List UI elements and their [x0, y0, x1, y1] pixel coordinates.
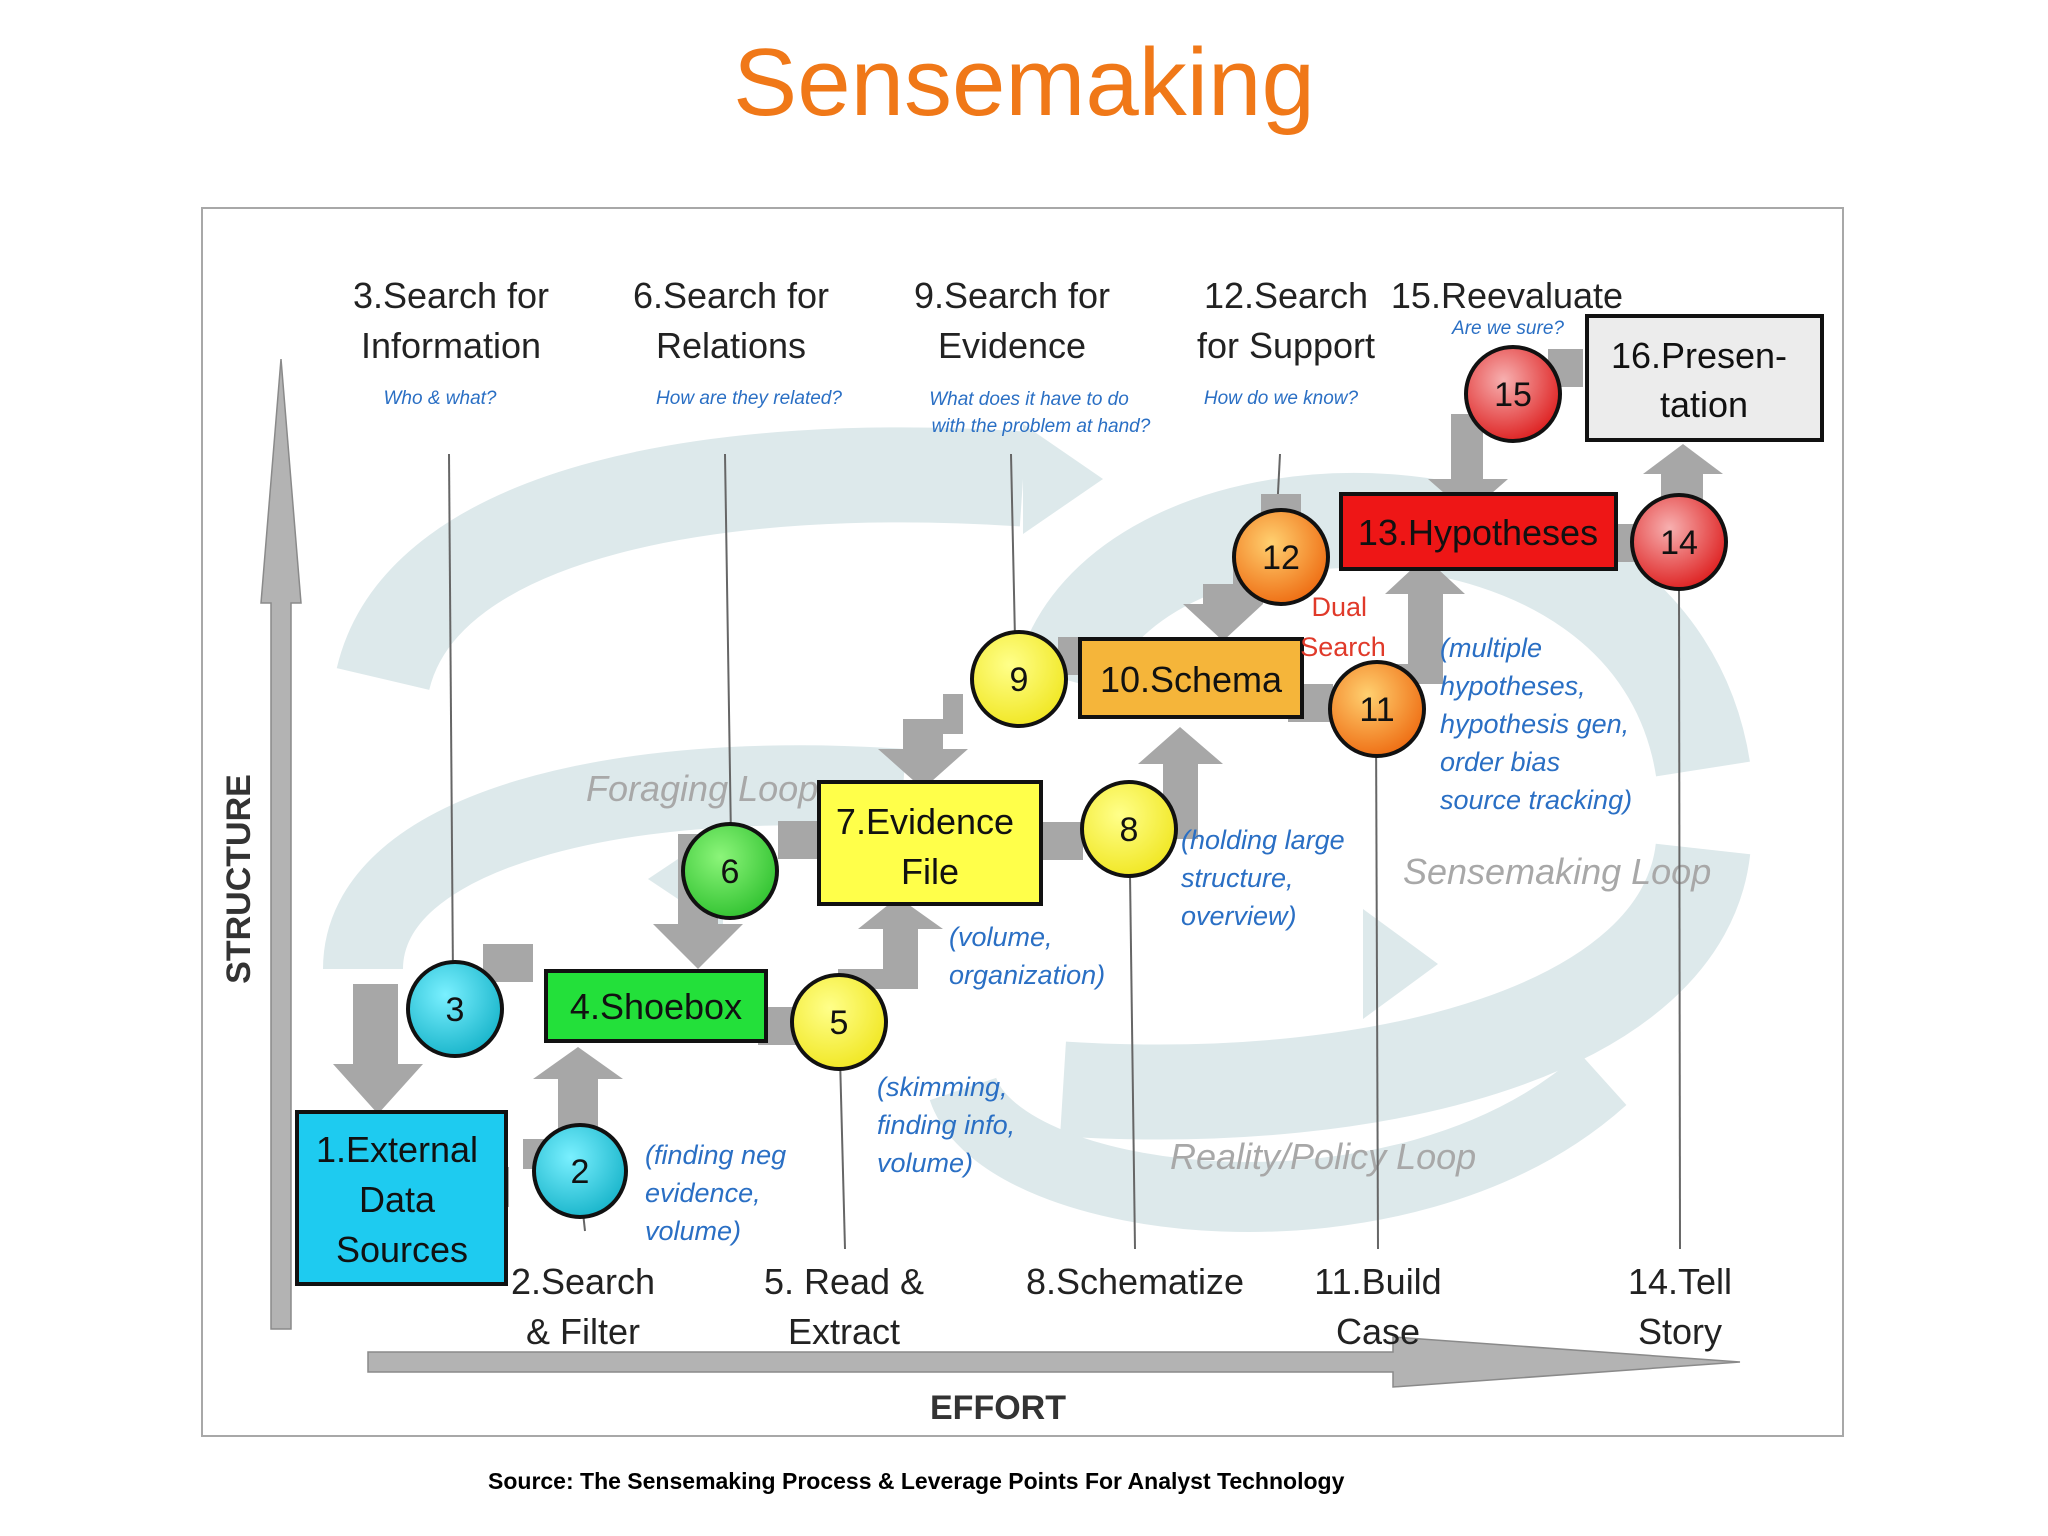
- source-citation: Source: The Sensemaking Process & Levera…: [488, 1468, 1345, 1494]
- svg-text:3: 3: [446, 991, 465, 1029]
- svg-text:8: 8: [1120, 811, 1139, 849]
- box-7-line-1: 7.Evidence: [836, 801, 1014, 842]
- question-3: Who & what?: [384, 388, 497, 409]
- flow-11-13: [1373, 557, 1465, 684]
- circle-8: 8: [1080, 780, 1178, 878]
- flow-7-8: [1038, 822, 1083, 860]
- svg-text:5: 5: [830, 1004, 849, 1042]
- sensemaking-loop-band-lower: [1060, 841, 1751, 1140]
- leader-line-6: [724, 453, 732, 840]
- box-16-presentation: 16.Presen- tation: [1585, 314, 1824, 442]
- box-1-external-data-sources: 1.External Data Sources: [295, 1110, 508, 1286]
- foraging-loop-label: Foraging Loop: [586, 768, 818, 809]
- y-axis-label: STRUCTURE: [220, 774, 258, 984]
- flow-15-13: [1428, 369, 1508, 514]
- effort-axis: [367, 1336, 1741, 1388]
- svg-text:6: 6: [721, 853, 740, 891]
- svg-text:9: 9: [1010, 661, 1029, 699]
- flow-9-7: [878, 694, 968, 789]
- sensemaking-loop-label: Sensemaking Loop: [1403, 851, 1711, 892]
- box-13-hypotheses: 13.Hypotheses: [1339, 492, 1618, 571]
- flow-3-1: [333, 984, 423, 1114]
- flow-3-4: [483, 944, 533, 982]
- sensemaking-diagram: STRUCTURE EFFORT Foraging Loop Sensemaki…: [220, 275, 1824, 1427]
- bottom-label-8: 8.Schematize: [1026, 1261, 1244, 1302]
- box-7-evidence-file: 7.Evidence File: [817, 780, 1043, 906]
- question-12: How do we know?: [1204, 388, 1359, 409]
- box-10-schema: 10.Schema: [1078, 637, 1304, 719]
- slide-title: Sensemaking: [733, 29, 1315, 136]
- note-7: (volume,organization): [949, 922, 1105, 990]
- foraging-loop-band-lower: [323, 745, 906, 972]
- svg-text:1.External Data So: 1.External Data Sources: [316, 1129, 488, 1270]
- question-15: Are we sure?: [1451, 318, 1564, 339]
- step-circles: 2 3 5 6 8 9 11 12 14 15: [406, 345, 1728, 1219]
- dual-search-label: Dual Search: [1300, 592, 1386, 662]
- structure-axis: [260, 358, 302, 1330]
- effort-axis-arrow: [367, 1336, 1741, 1388]
- x-axis-label: EFFORT: [930, 1389, 1066, 1427]
- leader-line-3: [448, 453, 454, 980]
- leader-lines: [448, 453, 1681, 1250]
- box-7-line-2: File: [901, 851, 959, 892]
- svg-text:2: 2: [571, 1153, 590, 1191]
- reality-loop-band: [929, 1052, 1627, 1232]
- circle-9: 9: [970, 630, 1068, 728]
- question-6: How are they related?: [656, 388, 842, 409]
- box-13-label: 13.Hypotheses: [1358, 512, 1598, 553]
- circle-3: 3: [406, 960, 504, 1058]
- circle-2: 2: [532, 1123, 628, 1219]
- leader-line-14: [1678, 583, 1681, 1250]
- box-4-shoebox: 4.Shoebox: [544, 969, 768, 1043]
- top-step-questions: Who & what? How are they related? What d…: [384, 318, 1565, 437]
- circle-6: 6: [681, 822, 779, 920]
- svg-text:14: 14: [1660, 524, 1698, 562]
- reality-loop-label: Reality/Policy Loop: [1170, 1136, 1476, 1177]
- circle-12: 12: [1232, 508, 1330, 606]
- structure-axis-arrow: [260, 358, 302, 1330]
- bottom-label-2: 2.Search& Filter: [511, 1261, 655, 1352]
- leader-line-9: [1010, 453, 1016, 640]
- note-5: (skimming,finding info,volume): [877, 1072, 1015, 1178]
- svg-text:7.Evidence File: 7.Evidence File: [836, 801, 1024, 892]
- leader-line-8: [1129, 873, 1136, 1250]
- box-16-line-2: tation: [1660, 384, 1748, 425]
- leader-line-11: [1375, 723, 1379, 1250]
- foraging-loop-band: [336, 427, 1027, 693]
- box-4-label: 4.Shoebox: [570, 986, 742, 1027]
- top-label-15: 15.Reevaluate: [1391, 275, 1623, 316]
- svg-text:11: 11: [1359, 691, 1394, 729]
- bottom-label-5: 5. Read &Extract: [764, 1261, 924, 1352]
- svg-text:16.Presen- tation: 16.Presen- tation: [1611, 335, 1797, 425]
- svg-text:15: 15: [1494, 376, 1532, 414]
- bottom-step-labels: 2.Search& Filter 5. Read &Extract 8.Sche…: [511, 1261, 1732, 1352]
- box-1-line-2: Data: [359, 1179, 436, 1220]
- diagram-frame: STRUCTURE EFFORT Foraging Loop Sensemaki…: [201, 207, 1844, 1437]
- circle-5: 5: [790, 973, 888, 1071]
- box-1-line-1: 1.External: [316, 1129, 478, 1170]
- flow-6-7: [778, 821, 823, 859]
- circle-15: 15: [1464, 345, 1562, 443]
- svg-text:12: 12: [1262, 539, 1300, 577]
- box-10-label: 10.Schema: [1100, 659, 1283, 700]
- circle-11: 11: [1328, 660, 1426, 758]
- box-16-line-1: 16.Presen-: [1611, 335, 1787, 376]
- box-1-line-3: Sources: [336, 1229, 468, 1270]
- flow-5-7: [838, 897, 943, 989]
- flow-8-10: [1133, 727, 1223, 839]
- circle-14: 14: [1630, 493, 1728, 591]
